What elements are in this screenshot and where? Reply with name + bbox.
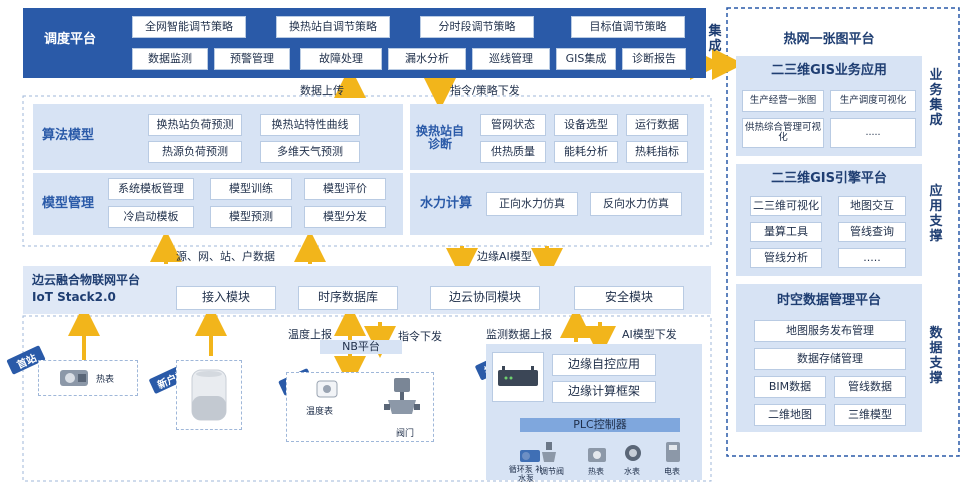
spatial-item-5: 二维地图 [754,404,826,426]
valve-label: 阀门 [396,429,415,439]
diag-item-3: 运行数据 [626,114,688,136]
edge-ai-label: 边缘AI模型 [477,250,532,263]
gis-app-item-4: ..... [830,118,916,148]
ai-down-label: AI模型下发 [622,328,677,341]
iot-module-4: 安全模块 [574,286,684,310]
monitor-report-label: 监测数据上报 [486,328,552,341]
model-item-5: 模型预测 [210,206,292,228]
integration-label: 集成 [708,24,722,54]
device-label-heat-meter: 热表 [588,467,604,476]
spatial-item-6: 三维模型 [834,404,906,426]
data-upload-label: 数据上传 [300,84,344,97]
device-label-valve: 调节阀 [540,467,564,476]
iot-module-1: 接入模块 [176,286,276,310]
gis-engine-title: 二三维GIS引擎平台 [771,170,887,186]
gis-app-side-label: 业务集成 [929,68,943,128]
gis-engine-side-label: 应用支撑 [929,184,943,244]
edge-compute-frame: 边缘计算框架 [552,381,656,403]
head-station-device-label: 热表 [96,375,115,385]
right-panel-title: 热网一张图平台 [783,31,875,47]
model-item-4: 冷启动模板 [108,206,194,228]
dispatch-func-2: 预警管理 [214,48,290,70]
water-meter-icon [625,445,641,461]
smart-speaker-icon [191,369,227,421]
dispatch-func-7: 诊断报告 [622,48,686,70]
spatial-item-2: 数据存储管理 [754,348,906,370]
model-item-3: 模型评价 [304,178,386,200]
edge-ctrl-app: 边缘自控应用 [552,354,656,376]
gis-app-item-3: 供热综合管理可视化 [742,118,824,148]
spatial-title: 时空数据管理平台 [776,292,881,308]
spatial-item-3: BIM数据 [754,376,826,398]
algo-item-2: 换热站特性曲线 [260,114,360,136]
dispatch-func-6: GIS集成 [556,48,616,70]
iot-title-line2: IoT Stack2.0 [32,290,116,304]
self-diag-title: 换热站自诊断 [415,123,464,151]
regulating-valve-icon [542,442,556,462]
temperature-meter-icon [316,380,338,398]
device-label-electric-meter: 电表 [664,467,680,476]
left-main-frame [22,95,712,247]
device-label-water-meter: 水表 [624,467,640,476]
gis-engine-item-5: 管线分析 [750,248,822,268]
gis-engine-item-4: 管线查询 [838,222,906,242]
algo-item-3: 热源负荷预测 [148,141,242,163]
hydraulic-item-2: 反向水力仿真 [590,192,682,216]
right-panel-frame [726,7,960,457]
spatial-side-label: 数据支撑 [929,326,943,386]
iot-module-2: 时序数据库 [298,286,398,310]
gis-engine-item-1: 二三维可视化 [750,196,822,216]
diag-item-1: 管网状态 [480,114,546,136]
dispatch-title: 调度平台 [43,31,96,47]
heat-meter-icon [60,370,88,386]
dispatch-func-3: 故障处理 [300,48,382,70]
model-item-6: 模型分发 [304,206,386,228]
iot-module-3: 边云协同模块 [430,286,540,310]
device-label-pump: 循环泵 补水泵 [508,465,544,483]
nb-platform-box: NB平台 [320,340,402,354]
diag-item-6: 热耗指标 [626,141,688,163]
command-issue-label: 指令/策略下发 [450,84,520,97]
edge-gateway-icon [498,366,538,386]
model-item-1: 系统模板管理 [108,178,194,200]
algo-item-4: 多维天气预测 [260,141,360,163]
dispatch-func-4: 漏水分析 [388,48,466,70]
dispatch-func-1: 数据监测 [132,48,208,70]
iot-title: 边云融合物联网平台 IoT Stack2.0 [32,272,162,308]
source-data-label: 源、网、站、户数据 [176,250,275,263]
dispatch-strategy-4: 目标值调节策略 [571,16,685,38]
pump-icon [520,450,540,462]
diag-item-5: 能耗分析 [554,141,618,163]
iot-title-line1: 边云融合物联网平台 [32,273,141,287]
temp-meter-label: 温度表 [306,407,334,417]
valve-icon [384,378,420,414]
spatial-item-1: 地图服务发布管理 [754,320,906,342]
model-item-2: 模型训练 [210,178,292,200]
spatial-item-4: 管线数据 [834,376,906,398]
temp-report-label: 温度上报 [288,328,332,341]
field-frame [22,315,712,482]
hydraulic-item-1: 正向水力仿真 [486,192,578,216]
hydraulic-title: 水力计算 [419,195,472,211]
dispatch-strategy-3: 分时段调节策略 [420,16,534,38]
gis-app-item-2: 生产调度可视化 [830,90,916,112]
diag-item-2: 设备选型 [554,114,618,136]
cmd-down-label: 指令下发 [398,330,442,343]
algo-item-1: 换热站负荷预测 [148,114,242,136]
dispatch-func-5: 巡线管理 [472,48,550,70]
heat-meter-device-icon [588,448,606,462]
gis-engine-item-2: 地图交互 [838,196,906,216]
gis-engine-item-6: ..... [838,248,906,268]
gis-app-title: 二三维GIS业务应用 [771,62,887,78]
model-mgmt-title: 模型管理 [41,195,94,211]
electric-meter-icon [666,442,680,462]
diag-item-4: 供热质量 [480,141,546,163]
plc-controller: PLC控制器 [520,418,680,432]
dispatch-strategy-2: 换热站自调节策略 [276,16,390,38]
dispatch-strategy-1: 全网智能调节策略 [132,16,246,38]
gis-engine-item-3: 量算工具 [750,222,822,242]
gis-app-item-1: 生产经营一张图 [742,90,824,112]
algorithm-title: 算法模型 [41,127,94,143]
